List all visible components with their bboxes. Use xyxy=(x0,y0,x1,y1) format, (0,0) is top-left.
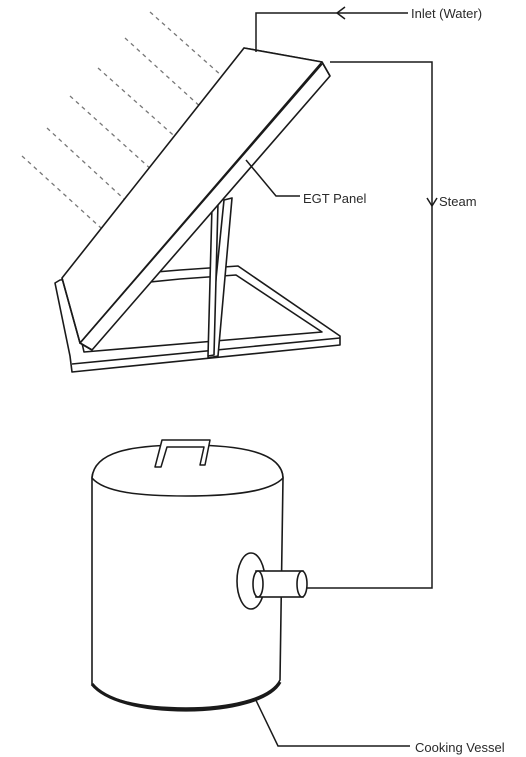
sun-ray xyxy=(21,155,113,239)
inlet-pipe xyxy=(255,12,408,52)
vessel-outlet xyxy=(236,552,308,610)
cooking-vessel-label: Cooking Vessel xyxy=(415,740,505,755)
egt-panel-label: EGT Panel xyxy=(303,191,367,206)
lid-handle xyxy=(154,439,211,468)
outlet-pipe-end xyxy=(296,570,308,598)
egt-panel xyxy=(61,47,331,351)
arrow-down-icon xyxy=(426,197,438,208)
outlet-pipe-start xyxy=(252,570,264,598)
inlet-label: Inlet (Water) xyxy=(411,6,483,21)
outlet-pipe xyxy=(255,570,304,598)
sun-ray xyxy=(46,127,137,211)
steam-label: Steam xyxy=(439,194,477,209)
sun-rays xyxy=(21,11,241,239)
arrow-left-icon xyxy=(335,6,346,20)
sun-ray xyxy=(69,95,164,181)
panel-stand xyxy=(54,197,341,373)
egt-panel-leader xyxy=(245,159,300,197)
vessel-lid xyxy=(91,444,284,497)
steam-pipe xyxy=(307,61,433,589)
flow-arrows xyxy=(335,6,438,208)
vessel-bottom-rim xyxy=(90,681,282,712)
cooking-vessel xyxy=(90,439,284,712)
